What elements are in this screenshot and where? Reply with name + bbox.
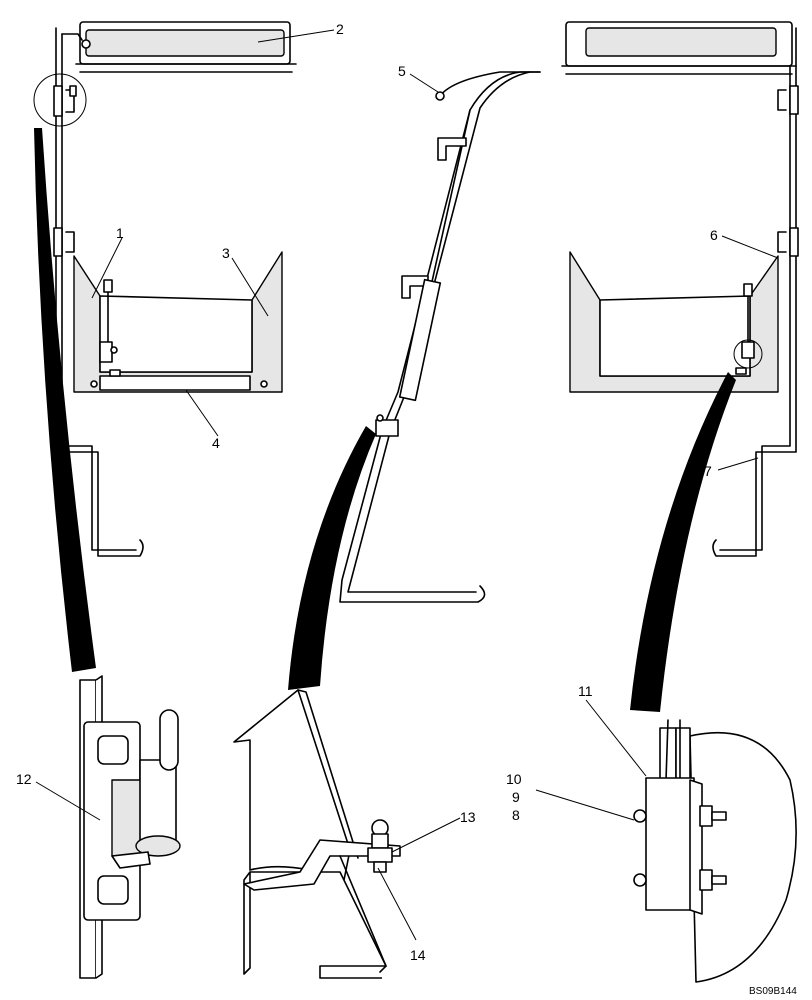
left-door-view	[33, 21, 297, 557]
callout-10: 10	[506, 771, 522, 787]
callout-8: 8	[512, 807, 520, 823]
callout-4: 4	[212, 435, 220, 451]
detail-latch	[233, 689, 401, 979]
callout-12: 12	[16, 771, 32, 787]
callout-3: 3	[222, 245, 230, 261]
callout-5: 5	[398, 63, 406, 79]
callout-2: 2	[336, 21, 344, 37]
callout-9: 9	[512, 789, 520, 805]
callout-1: 1	[116, 225, 124, 241]
detail-beam-center	[288, 426, 376, 690]
center-side-view	[339, 71, 541, 603]
right-door-view	[561, 21, 799, 557]
callout-13: 13	[460, 809, 476, 825]
leader-lines	[35, 29, 779, 941]
callout-11: 11	[578, 683, 593, 699]
detail-circle-sensor	[733, 339, 763, 369]
drawing-number: BS09B144	[749, 986, 797, 997]
detail-beam-left	[34, 128, 96, 672]
callout-6: 6	[710, 227, 718, 243]
detail-sensor-mount	[633, 719, 797, 983]
detail-circle-hinge	[33, 73, 87, 127]
detail-beam-right	[630, 372, 736, 712]
callout-14: 14	[410, 947, 426, 963]
callout-7: 7	[704, 463, 712, 479]
detail-hinge	[79, 675, 181, 979]
